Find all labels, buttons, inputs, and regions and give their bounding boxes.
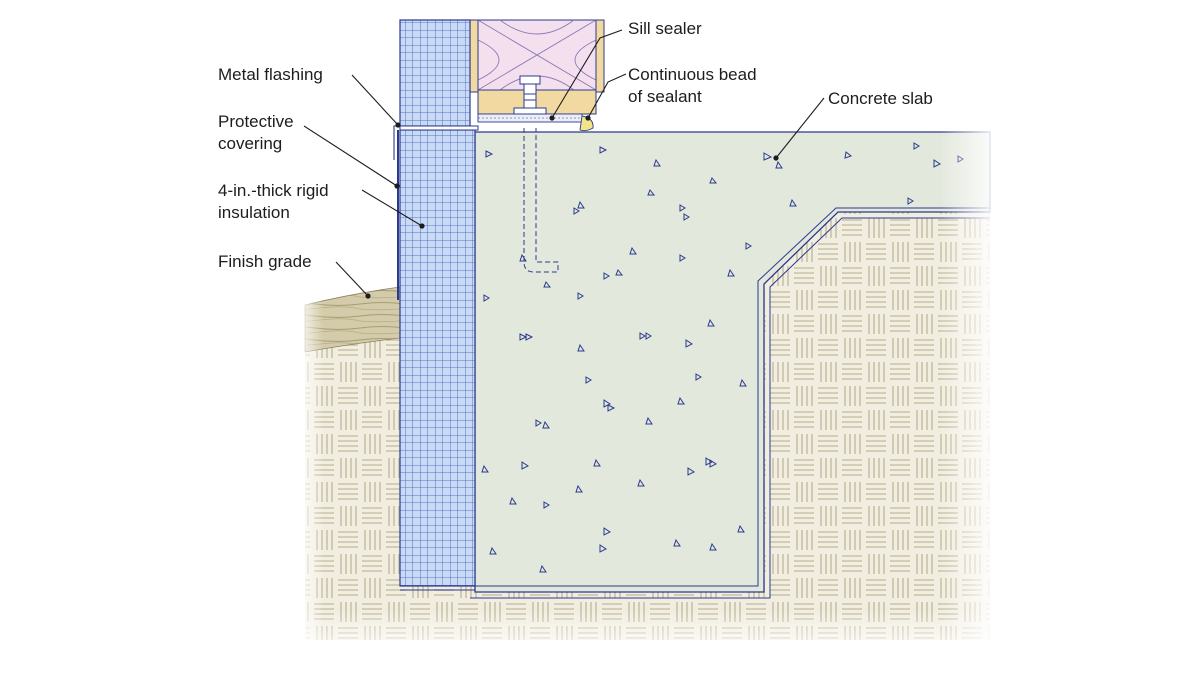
- leader-lines: [303, 29, 825, 297]
- leader-finish-grade: [335, 261, 369, 297]
- anchor-bolt-head: [513, 75, 547, 115]
- label-protective-covering: Protective covering: [218, 111, 294, 155]
- footing-edge-line: [470, 207, 990, 587]
- leader-dots: [365, 115, 779, 299]
- aggregate-marks: [481, 142, 964, 573]
- rigid-insulation-upper: [399, 19, 471, 127]
- label-rigid-insulation-line2: insulation: [218, 203, 290, 222]
- label-sealant-bead: Continuous bead of sealant: [628, 64, 757, 108]
- label-rigid-insulation-line1: 4-in.-thick rigid: [218, 181, 329, 200]
- leader-rigid-insulation: [361, 189, 423, 227]
- label-protective-covering-line2: covering: [218, 134, 283, 153]
- slab-base-line: [470, 217, 990, 599]
- leader-concrete-slab: [775, 97, 825, 159]
- label-rigid-insulation: 4-in.-thick rigid insulation: [218, 180, 329, 224]
- metal-flashing: [399, 125, 479, 131]
- label-metal-flashing: Metal flashing: [218, 65, 323, 84]
- stud-right: [595, 19, 605, 93]
- label-sealant-bead-line1: Continuous bead: [628, 65, 757, 84]
- leader-sill-sealer: [551, 29, 623, 119]
- leader-sealant: [587, 73, 627, 119]
- anchor-bolt-embedded: [523, 128, 559, 273]
- batt-pattern: [477, 19, 597, 91]
- label-protective-covering-line1: Protective: [218, 112, 294, 131]
- leader-metal-flashing: [351, 74, 399, 126]
- label-finish-grade: Finish grade: [218, 252, 312, 271]
- label-concrete-slab: Concrete slab: [828, 89, 933, 108]
- label-sealant-bead-line2: of sealant: [628, 87, 702, 106]
- stud-left: [469, 19, 479, 93]
- label-sill-sealer: Sill sealer: [628, 19, 702, 38]
- leader-protective-covering: [303, 125, 398, 187]
- rigid-insulation: [399, 129, 476, 587]
